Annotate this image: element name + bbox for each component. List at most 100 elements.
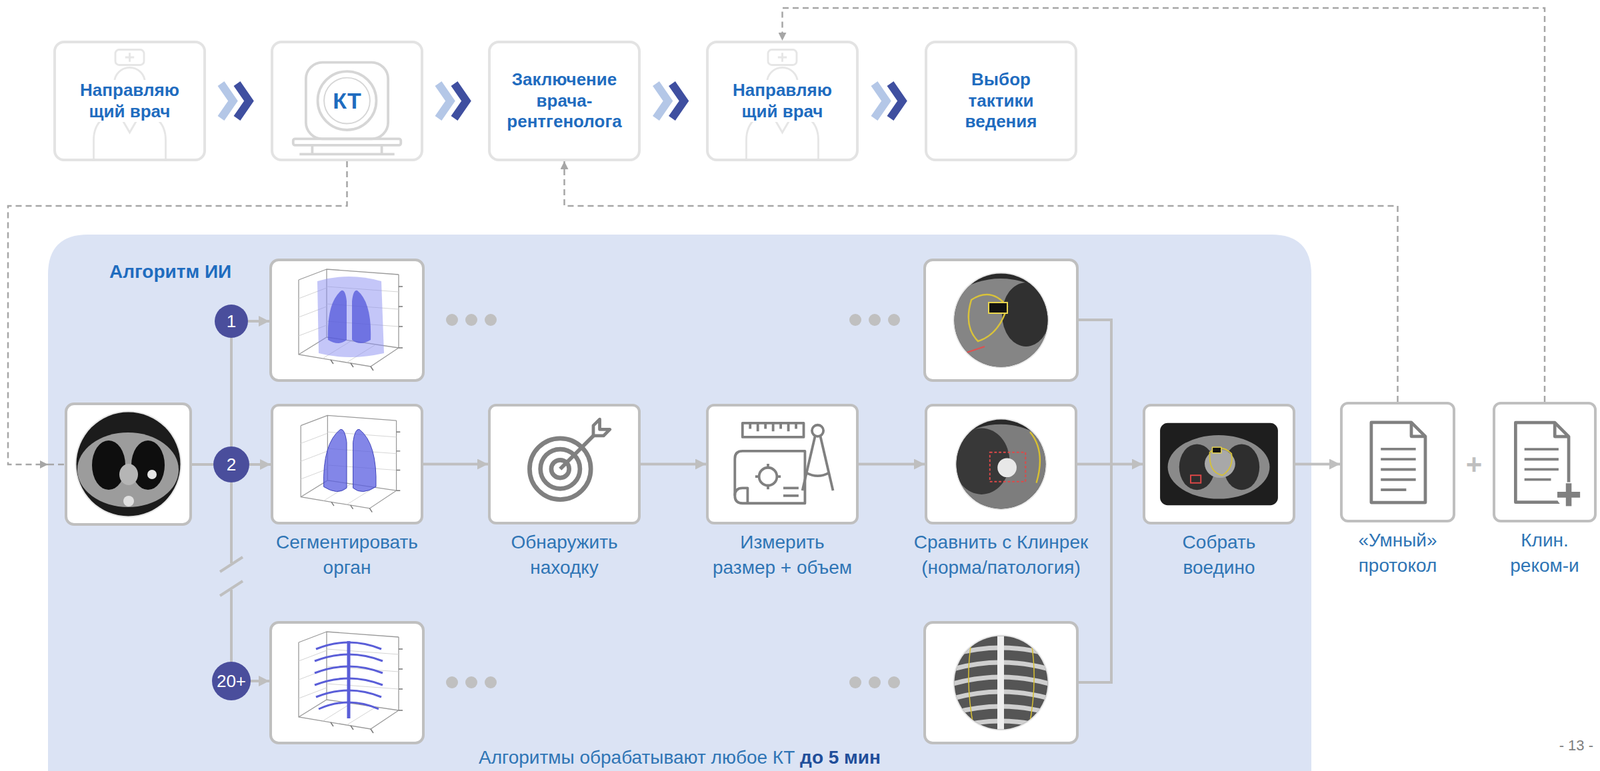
step-caption: Клин. реком-и <box>1494 528 1595 579</box>
chevron-dark <box>890 84 903 119</box>
step-caption: Сегментировать орган <box>267 530 428 581</box>
box-label: КТ <box>320 87 374 115</box>
callout-number: 20+ <box>216 671 246 692</box>
caption-holder: Собрать воедино <box>1159 530 1280 581</box>
page-number: - 13 - <box>1559 737 1594 755</box>
node-icon <box>927 406 1075 522</box>
algorithm-panel: Алгоритм ИИ Алгоритмы обрабатывают любое … <box>48 234 1312 771</box>
caption-holder: Обнаружить находку <box>491 530 638 581</box>
step-box: Сравнить с Клинрек (норма/патология) <box>924 404 1078 525</box>
step-caption: Сравнить с Клинрек (норма/патология) <box>904 530 1098 581</box>
step-caption: «Умный» протокол <box>1338 528 1458 579</box>
flow-line <box>858 463 925 466</box>
ct-ribs-image <box>924 622 1078 744</box>
flow-arrow <box>858 464 925 465</box>
node-icon-art <box>734 423 833 504</box>
algorithm-panel-fill <box>48 234 1312 771</box>
chevron-light <box>221 84 234 119</box>
process-box: Заключение врача-рентгенолога <box>488 40 641 162</box>
panel-title: Алгоритм ИИ <box>109 261 232 283</box>
chevron-light <box>656 84 668 119</box>
node-icon <box>1145 406 1293 522</box>
ellipsis-dots <box>446 314 900 689</box>
caption-holder: Сравнить с Клинрек (норма/патология) <box>904 530 1098 581</box>
flow-chevron <box>874 84 903 119</box>
flow-arrow <box>640 464 706 465</box>
step-box: Сегментировать орган <box>270 404 424 525</box>
node-icon-art <box>928 406 1074 522</box>
flow-arrow <box>1077 464 1143 465</box>
process-box: Направляю щий врач <box>53 40 206 162</box>
node-icon-art <box>1160 423 1278 506</box>
step-number-circle: 1 <box>214 304 248 338</box>
flow-line <box>423 463 488 466</box>
box-label: Направляю щий врач <box>73 80 187 122</box>
flow-chevron <box>656 84 684 119</box>
pipeline-wire <box>190 320 1112 683</box>
node-icon <box>1342 404 1453 520</box>
ct-measure-image <box>924 260 1078 381</box>
step-caption: Обнаружить находку <box>491 530 638 581</box>
torso-plot <box>298 269 403 371</box>
panel-caption-holder: Алгоритмы обрабатывают любое КТдо 5 мин <box>48 746 1312 770</box>
box-label: Направляю щий врач <box>726 80 840 122</box>
feedback-line <box>564 161 1398 402</box>
step-box: Измерить размер + объем <box>706 404 859 525</box>
step-box: «Умный» протокол <box>1340 402 1456 523</box>
input-wire <box>48 464 65 466</box>
feedback-line <box>782 8 1546 402</box>
node-icon <box>708 406 856 522</box>
flow-chevron <box>221 84 250 119</box>
chevron-light <box>438 84 451 119</box>
pipeline-image-box <box>270 260 1078 744</box>
caption-holder: «Умный» протокол <box>1338 528 1458 579</box>
callout-number: 1 <box>226 311 236 332</box>
flow-arrow <box>564 161 1398 402</box>
caption-holder: Измерить размер + объем <box>710 530 854 581</box>
flow-arrow <box>249 464 271 466</box>
chevron-dark <box>237 84 250 119</box>
flow-line <box>1295 463 1340 466</box>
plus-sign: + <box>1466 448 1483 481</box>
label-holder: + <box>1466 448 1483 481</box>
flow-arrow <box>1295 464 1340 465</box>
input-ct-image <box>66 404 191 525</box>
step-box: Клин. реком-и <box>1492 402 1597 523</box>
caption-holder: Сегментировать орган <box>267 530 428 581</box>
process-box: Выбор тактики ведения <box>924 40 1078 162</box>
flow-line <box>249 463 271 466</box>
ribs-plot <box>298 632 403 734</box>
box-label: Заключение врача-рентгенолога <box>498 69 632 133</box>
flow-chevron <box>438 84 467 119</box>
chevron-dark <box>672 84 684 119</box>
panel-caption: Алгоритмы обрабатывают любое КТ <box>478 747 795 768</box>
step-box: Обнаружить находку <box>488 404 641 525</box>
step-box: Собрать воедино <box>1142 404 1296 525</box>
node-icon-art <box>1515 422 1582 508</box>
node-icon-art <box>300 415 400 512</box>
box-label: Выбор тактики ведения <box>951 69 1052 133</box>
step-caption: Собрать воедино <box>1159 530 1280 581</box>
panel-title-holder: Алгоритм ИИ <box>109 261 232 283</box>
flow-arrow <box>782 8 1546 402</box>
step-number-circle: 2 <box>213 446 250 483</box>
caption-holder: Клин. реком-и <box>1494 528 1595 579</box>
step-caption: Измерить размер + объем <box>710 530 854 581</box>
node-icon-art <box>1371 422 1426 503</box>
step-number-circle: 20+ <box>212 662 251 701</box>
chevron-dark <box>454 84 467 119</box>
flow-line <box>1077 463 1143 466</box>
flow-line <box>640 463 706 466</box>
chevron-light <box>874 84 887 119</box>
process-box: Направляю щий врач <box>706 40 859 162</box>
node-icon <box>1495 404 1594 520</box>
node-icon-art <box>529 419 610 500</box>
flow-arrow <box>423 464 488 465</box>
node-icon-art <box>293 62 402 155</box>
callout-number: 2 <box>226 454 236 476</box>
process-box: КТ <box>270 40 424 162</box>
node-icon <box>490 406 638 522</box>
label-holder: - 13 - <box>1559 737 1594 755</box>
panel-caption: до 5 мин <box>800 747 881 768</box>
node-icon <box>273 406 421 522</box>
